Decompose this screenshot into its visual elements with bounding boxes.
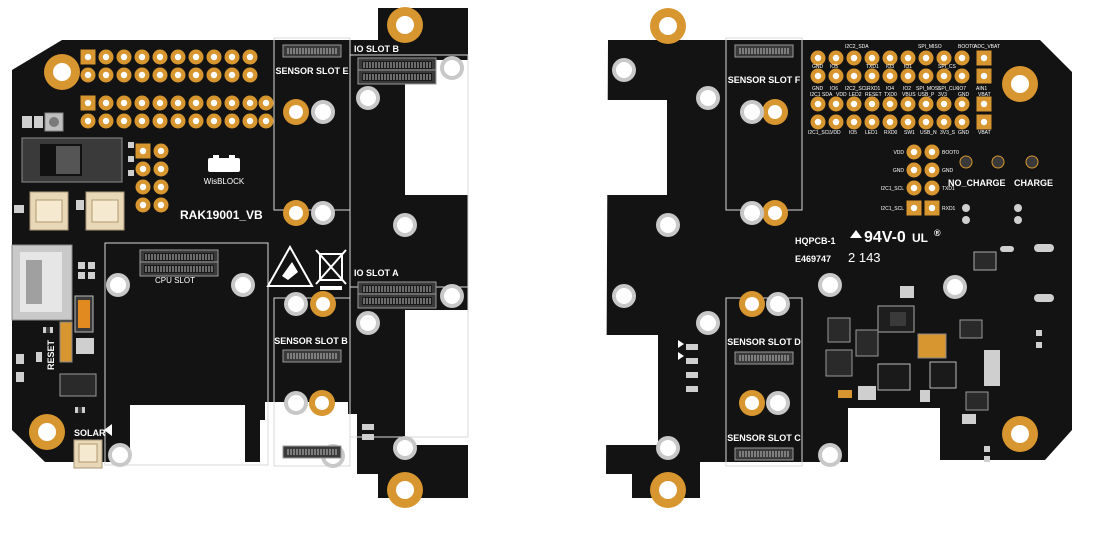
date-code: 2 143 [848, 250, 881, 265]
sensor-slot-d-label: SENSOR SLOT D [727, 337, 801, 347]
svg-text:ADC_VBAT: ADC_VBAT [974, 44, 1000, 50]
svg-text:I2C2_SCL: I2C2_SCL [845, 86, 868, 92]
svg-text:BOOT0: BOOT0 [958, 44, 975, 50]
svg-text:I2C1_SCL: I2C1_SCL [881, 186, 904, 192]
svg-text:GND: GND [942, 168, 954, 174]
svg-text:IO7: IO7 [958, 86, 966, 92]
svg-text:USB_P: USB_P [918, 92, 935, 98]
svg-text:IO4: IO4 [886, 86, 894, 92]
svg-text:SW1: SW1 [904, 130, 915, 136]
back-pin-labels: I2C2_SDA SPI_MISO BOOT0 ADC_VBAT GND IO5… [808, 44, 1000, 212]
wisblock-logo-icon [208, 155, 240, 172]
svg-text:VDD: VDD [836, 92, 847, 98]
svg-text:VBAT: VBAT [978, 130, 991, 136]
pcb-code-label: HQPCB-1 [795, 236, 836, 246]
esd-warning-icon [266, 244, 314, 287]
svg-text:VBUS: VBUS [902, 92, 916, 98]
svg-text:TXD0: TXD0 [884, 92, 897, 98]
no-charge-label: NO_CHARGE [948, 178, 1006, 188]
flammability-rating: 94V-0 [864, 229, 906, 246]
svg-text:VDD: VDD [893, 150, 904, 156]
svg-text:RXD1: RXD1 [867, 86, 881, 92]
svg-text:3V3_S: 3V3_S [940, 130, 956, 136]
svg-text:SDA: SDA [822, 92, 833, 98]
svg-text:I2C1: I2C1 [810, 92, 821, 98]
svg-text:GND: GND [812, 64, 824, 70]
svg-text:IO5: IO5 [830, 64, 838, 70]
back-board: SENSOR SLOT F SENSOR SLOT D SENSOR SLOT … [596, 8, 1072, 508]
sensor-slot-e-label: SENSOR SLOT E [275, 66, 348, 76]
svg-text:RXD1: RXD1 [942, 206, 956, 212]
svg-text:TXD1: TXD1 [866, 64, 879, 70]
io-slot-b-label: IO SLOT B [354, 44, 400, 54]
svg-text:GND: GND [893, 168, 905, 174]
board-name-label: RAK19001_VB [180, 208, 263, 222]
svg-text:VDD: VDD [830, 130, 841, 136]
sensor-slot-b-label: SENSOR SLOT B [274, 336, 348, 346]
svg-text:I2C2_SDA: I2C2_SDA [845, 44, 869, 50]
svg-text:AIN1: AIN1 [976, 86, 987, 92]
ul-mark: UL [912, 231, 928, 245]
sensor-slot-a-label: SENSOR SLOT A [274, 432, 348, 442]
svg-text:IO6: IO6 [830, 86, 838, 92]
sensor-slot-f-label: SENSOR SLOT F [728, 75, 801, 85]
svg-text:LED1: LED1 [865, 130, 878, 136]
svg-text:SPI_CS: SPI_CS [938, 64, 956, 70]
svg-text:SPI_MOSI: SPI_MOSI [916, 86, 940, 92]
cpu-slot-label: CPU SLOT [155, 276, 195, 285]
svg-text:USB_N: USB_N [920, 130, 937, 136]
svg-text:GND: GND [958, 130, 970, 136]
charge-label: CHARGE [1014, 178, 1053, 188]
svg-text:BOOT0: BOOT0 [942, 150, 959, 156]
sensor-slot-c-label: SENSOR SLOT C [727, 433, 801, 443]
svg-text:VBAT: VBAT [978, 92, 991, 98]
svg-text:SPI_MISO: SPI_MISO [918, 44, 942, 50]
front-board: WisBLOCK RAK19001_VB RESET SOLAR SENSOR … [11, 7, 475, 508]
svg-text:IO5: IO5 [849, 130, 857, 136]
io-slot-a-label: IO SLOT A [354, 268, 399, 278]
solar-label: SOLAR [74, 428, 106, 438]
wisblock-logo-text: WisBLOCK [204, 177, 245, 186]
registered-mark: ® [934, 228, 941, 238]
svg-text:TXD1: TXD1 [942, 186, 955, 192]
back-components [678, 305, 1042, 462]
svg-text:IO2: IO2 [903, 86, 911, 92]
svg-text:LED2: LED2 [849, 92, 862, 98]
weee-bin-icon [315, 249, 347, 290]
svg-text:RXD0: RXD0 [884, 130, 898, 136]
svg-text:I2C1_SCL: I2C1_SCL [808, 130, 831, 136]
svg-text:3V3: 3V3 [938, 92, 947, 98]
svg-text:RESET: RESET [865, 92, 882, 98]
svg-text:SPI_CLK: SPI_CLK [938, 86, 959, 92]
svg-text:GND: GND [958, 92, 970, 98]
svg-text:I2C1_SCL: I2C1_SCL [881, 206, 904, 212]
svg-text:IO3: IO3 [886, 64, 894, 70]
svg-text:GND: GND [812, 86, 824, 92]
reset-label: RESET [46, 339, 56, 370]
svg-text:IO1: IO1 [904, 64, 912, 70]
file-number: E469747 [795, 254, 831, 264]
